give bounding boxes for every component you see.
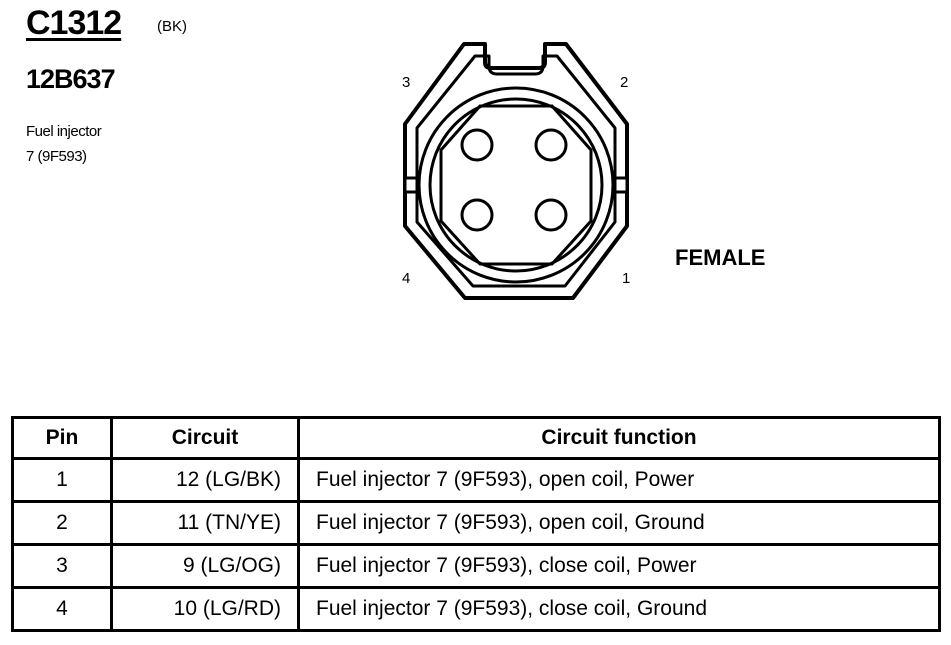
connector-description-line1: Fuel injector <box>26 123 102 140</box>
connector-face-diagram <box>403 42 629 300</box>
row-pin: 4 <box>11 586 113 632</box>
connector-outer-shell <box>403 42 629 300</box>
part-number: 12B637 <box>26 64 116 94</box>
table-row: 4 10 (LG/RD) Fuel injector 7 (9F593), cl… <box>11 586 941 632</box>
left-latch <box>403 176 419 194</box>
pin-label-2: 2 <box>620 74 629 91</box>
header-circuit-function: Circuit function <box>297 416 941 460</box>
pin-label-4: 4 <box>402 270 411 287</box>
row-pin: 2 <box>11 500 113 546</box>
row-function: Fuel injector 7 (9F593), close coil, Pow… <box>297 543 941 589</box>
header-pin: Pin <box>11 416 113 460</box>
pin-cavity-outer <box>417 86 615 284</box>
pin-label-1: 1 <box>622 270 631 287</box>
header-circuit: Circuit <box>110 416 300 460</box>
row-circuit: 11 (TN/YE) <box>110 500 300 546</box>
row-circuit: 10 (LG/RD) <box>110 586 300 632</box>
pinout-table: Pin Circuit Circuit function 1 12 (LG/BK… <box>11 416 941 632</box>
row-function: Fuel injector 7 (9F593), open coil, Powe… <box>297 457 941 503</box>
table-header-row: Pin Circuit Circuit function <box>11 416 941 460</box>
row-circuit: 12 (LG/BK) <box>110 457 300 503</box>
pin-socket-3 <box>460 128 494 162</box>
connector-color: (BK) <box>157 18 187 35</box>
row-pin: 1 <box>11 457 113 503</box>
row-function: Fuel injector 7 (9F593), open coil, Grou… <box>297 500 941 546</box>
pin-cavity-inner <box>428 97 604 273</box>
connector-description-line2: 7 (9F593) <box>26 148 87 165</box>
pin-socket-2 <box>534 128 568 162</box>
row-circuit: 9 (LG/OG) <box>110 543 300 589</box>
connector-id: C1312 <box>26 4 122 42</box>
table-row: 2 11 (TN/YE) Fuel injector 7 (9F593), op… <box>11 500 941 546</box>
pin-socket-1 <box>534 198 568 232</box>
pin-socket-4 <box>460 198 494 232</box>
row-function: Fuel injector 7 (9F593), close coil, Gro… <box>297 586 941 632</box>
row-pin: 3 <box>11 543 113 589</box>
table-row: 1 12 (LG/BK) Fuel injector 7 (9F593), op… <box>11 457 941 503</box>
pin-label-3: 3 <box>402 74 411 91</box>
pin-insert <box>439 104 593 266</box>
connector-gender: FEMALE <box>675 245 766 270</box>
table-row: 3 9 (LG/OG) Fuel injector 7 (9F593), clo… <box>11 543 941 589</box>
right-latch <box>613 176 629 194</box>
